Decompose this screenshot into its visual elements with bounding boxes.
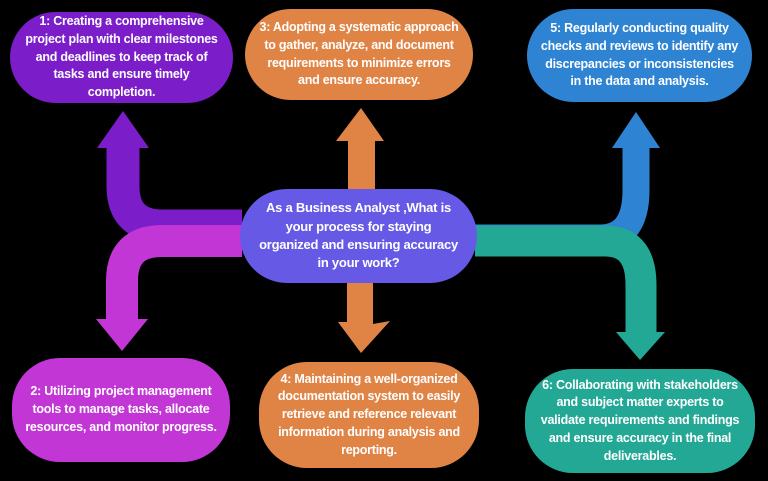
answer-node-6: 6: Collaborating with stakeholders and s… [525, 369, 755, 473]
answer-node-5-label: 5: Regularly conducting quality checks a… [540, 21, 739, 89]
arrow-to-node-5-icon [475, 112, 660, 252]
answer-node-3-label: 3: Adopting a systematic approach to gat… [259, 20, 459, 88]
answer-node-1-label: 1: Creating a comprehensive project plan… [25, 14, 218, 100]
answer-node-3: 3: Adopting a systematic approach to gat… [245, 9, 473, 100]
center-question-node: As a Business Analyst ,What is your proc… [240, 189, 477, 283]
arrow-to-node-3-icon [336, 108, 384, 192]
center-question-label: As a Business Analyst ,What is your proc… [259, 200, 458, 271]
arrow-to-node-6-icon [475, 225, 665, 360]
answer-node-6-label: 6: Collaborating with stakeholders and s… [540, 377, 740, 463]
answer-node-2: 2: Utilizing project management tools to… [12, 358, 230, 462]
answer-node-4-label: 4: Maintaining a well-organized document… [277, 371, 461, 457]
answer-node-1: 1: Creating a comprehensive project plan… [10, 12, 233, 103]
answer-node-5: 5: Regularly conducting quality checks a… [527, 9, 752, 102]
arrow-to-node-2-icon [96, 225, 242, 351]
answer-node-4: 4: Maintaining a well-organized document… [259, 362, 479, 468]
arrow-to-node-1-icon [97, 111, 242, 243]
arrow-to-node-4-icon [338, 281, 390, 353]
answer-node-2-label: 2: Utilizing project management tools to… [25, 384, 217, 434]
